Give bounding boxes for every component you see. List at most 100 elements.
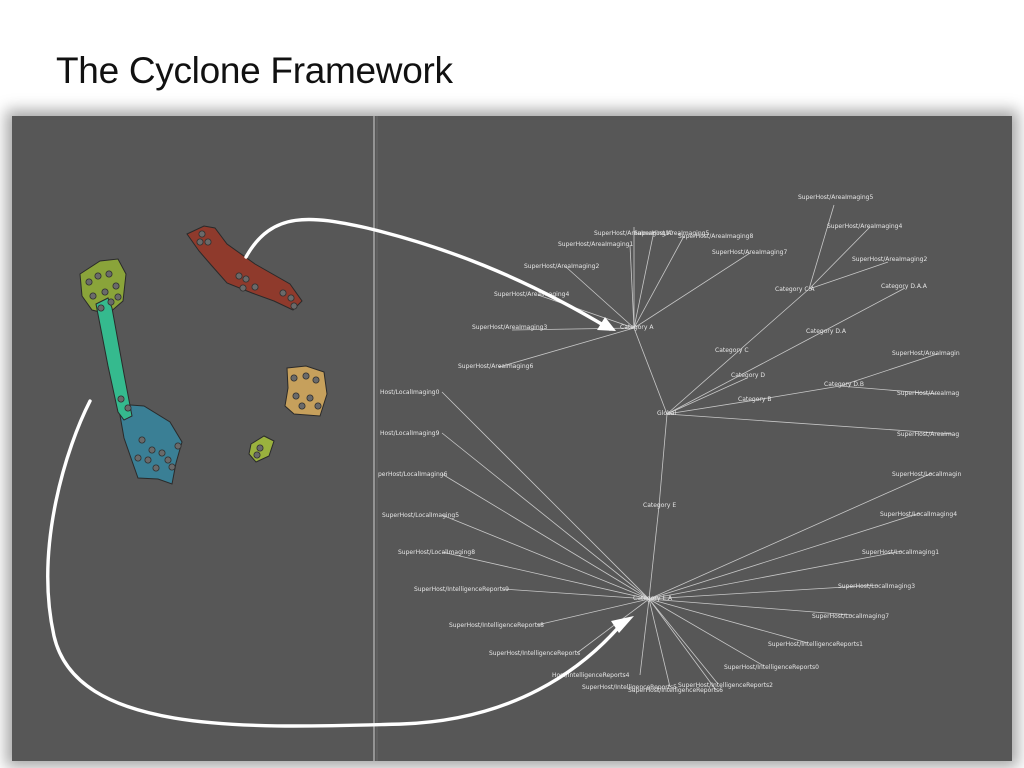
arrow-head-category-a: [597, 317, 616, 331]
node-category-da[interactable]: Category D.A: [806, 328, 847, 335]
leaf-ea-right[interactable]: SuperHost/IntelligenceReports0: [724, 664, 819, 671]
region-dot[interactable]: [158, 449, 166, 457]
leaf-ea-left[interactable]: Host/LocalImaging0: [380, 389, 440, 396]
region-dot[interactable]: [279, 289, 287, 297]
region-dot[interactable]: [152, 464, 160, 472]
node-category-e[interactable]: Category E: [643, 502, 676, 509]
region-dot[interactable]: [124, 404, 132, 412]
leaf-area-imaging-d[interactable]: SuperHost/AreaImagin: [892, 350, 960, 357]
region-dot[interactable]: [107, 298, 115, 306]
region-olive[interactable]: [79, 258, 127, 315]
edge-d-leaf: [839, 353, 938, 387]
edge-root-ca: [666, 288, 810, 415]
region-dot[interactable]: [112, 282, 120, 290]
region-red[interactable]: [186, 225, 303, 311]
leaf-ea-left[interactable]: SuperHost/LocalImaging8: [398, 549, 475, 556]
region-dot[interactable]: [168, 463, 176, 471]
region-dot[interactable]: [89, 292, 97, 300]
leaf-ea-right[interactable]: SuperHost/LocalImaging3: [838, 583, 915, 590]
node-category-c[interactable]: Category C: [715, 347, 749, 354]
region-dot[interactable]: [97, 304, 105, 312]
leaf-ea-right[interactable]: SuperHost/LocalImaging7: [812, 613, 889, 620]
leaf-area-imaging-a[interactable]: SuperHost/AreaImaging10: [594, 230, 673, 237]
leaf-area-imaging-a[interactable]: SuperHost/AreaImaging7: [712, 249, 787, 256]
region-dot[interactable]: [253, 451, 261, 459]
arrow-blue-to-category-ea: [46, 399, 626, 728]
edge-a-leaf: [633, 252, 751, 329]
edge-ea-right: [648, 512, 921, 600]
region-dot[interactable]: [105, 270, 113, 278]
leaf-ea-left[interactable]: SuperHost/IntelligenceReports: [489, 650, 580, 657]
region-blue[interactable]: [117, 403, 183, 485]
leaf-area-imaging-d[interactable]: SuperHost/AreaImag: [897, 390, 959, 397]
leaf-area-imaging-d[interactable]: SuperHost/AreaImag: [897, 431, 959, 438]
node-category-ca[interactable]: Category C.A: [775, 286, 815, 293]
leaf-area-imaging-ca[interactable]: SuperHost/AreaImaging5: [798, 194, 873, 201]
region-dot[interactable]: [204, 238, 212, 246]
region-dot[interactable]: [292, 392, 300, 400]
node-category-d[interactable]: Category D: [731, 372, 765, 379]
region-dot[interactable]: [148, 446, 156, 454]
region-dot[interactable]: [290, 302, 298, 310]
region-dot[interactable]: [256, 444, 264, 452]
leaf-ea-left[interactable]: Host/IntelligenceReports4: [552, 672, 630, 679]
region-dot[interactable]: [302, 372, 310, 380]
leaf-area-imaging-a[interactable]: SuperHost/AreaImaging6: [458, 363, 533, 370]
region-dot[interactable]: [164, 456, 172, 464]
leaf-area-imaging-a[interactable]: SuperHost/AreaImaging4: [494, 291, 569, 298]
leaf-area-imaging-a[interactable]: SuperHost/AreaImaging5: [634, 230, 709, 237]
edge-ea-left: [648, 598, 717, 691]
leaf-ea-right[interactable]: SuperHost/IntelligenceReports2: [678, 682, 773, 689]
node-category-db[interactable]: Category D.B: [824, 381, 864, 388]
region-dot[interactable]: [134, 454, 142, 462]
leaf-ea-right[interactable]: SuperHost/IntelligenceReports1: [768, 641, 863, 648]
region-dot[interactable]: [312, 376, 320, 384]
region-dot[interactable]: [314, 402, 322, 410]
leaf-ea-left[interactable]: SuperHost/IntelligenceReports8: [449, 622, 544, 629]
region-dot[interactable]: [298, 402, 306, 410]
region-dot[interactable]: [117, 395, 125, 403]
region-dot[interactable]: [242, 275, 250, 283]
node-global[interactable]: Global: [657, 410, 676, 417]
leaf-ea-left[interactable]: Host/LocalImaging9: [380, 430, 440, 437]
leaf-ea-left[interactable]: SuperHost/IntelligenceReports6: [628, 687, 723, 694]
leaf-ea-left[interactable]: perHost/LocalImaging6: [378, 471, 448, 478]
region-dot[interactable]: [198, 230, 206, 238]
leaf-ea-left[interactable]: SuperHost/LocalImaging5: [382, 512, 459, 519]
leaf-ea-right[interactable]: SuperHost/LocalImaging4: [880, 511, 957, 518]
slide-title: The Cyclone Framework: [56, 50, 453, 91]
region-dot[interactable]: [114, 293, 122, 301]
region-dot[interactable]: [251, 283, 259, 291]
region-dot[interactable]: [101, 288, 109, 296]
region-dot[interactable]: [144, 456, 152, 464]
node-category-ea[interactable]: Category E.A: [633, 595, 673, 602]
mapping-arrows: [46, 217, 634, 728]
leaf-area-imaging-ca[interactable]: SuperHost/AreaImaging2: [852, 256, 927, 263]
region-dot[interactable]: [174, 442, 182, 450]
region-dot[interactable]: [196, 238, 204, 246]
node-category-b[interactable]: Category B: [738, 396, 771, 403]
region-dot[interactable]: [85, 278, 93, 286]
edge-ea-left: [441, 432, 650, 600]
leaf-area-imaging-a[interactable]: SuperHost/AreaImaging8: [678, 233, 753, 240]
region-dot[interactable]: [235, 272, 243, 280]
tree-labels: Global Category A Category B Category C Cate…: [378, 194, 962, 694]
edge-root-d: [666, 377, 748, 415]
region-dot[interactable]: [290, 374, 298, 382]
leaf-ea-left[interactable]: SuperHost/IntelligenceReports9: [414, 586, 509, 593]
region-dot[interactable]: [239, 284, 247, 292]
leaf-ea-left[interactable]: SuperHost/IntelligenceReports5: [582, 684, 677, 691]
leaf-area-imaging-a[interactable]: SuperHost/AreaImaging3: [472, 324, 547, 331]
edge-ea-left: [576, 598, 650, 654]
leaf-ea-right[interactable]: SuperHost/LocalImagin: [892, 471, 962, 478]
leaf-area-imaging-ca[interactable]: SuperHost/AreaImaging4: [827, 223, 902, 230]
leaf-ea-right[interactable]: SuperHost/LocalImaging1: [862, 549, 939, 556]
region-dot[interactable]: [138, 436, 146, 444]
node-category-a[interactable]: Category A: [620, 324, 654, 331]
region-dot[interactable]: [306, 394, 314, 402]
region-dot[interactable]: [287, 294, 295, 302]
node-category-daa[interactable]: Category D.A.A: [881, 283, 928, 290]
leaf-area-imaging-a[interactable]: SuperHost/AreaImaging2: [524, 263, 599, 270]
leaf-area-imaging-a[interactable]: SuperHost/AreaImaging1: [558, 241, 633, 248]
region-dot[interactable]: [94, 272, 102, 280]
